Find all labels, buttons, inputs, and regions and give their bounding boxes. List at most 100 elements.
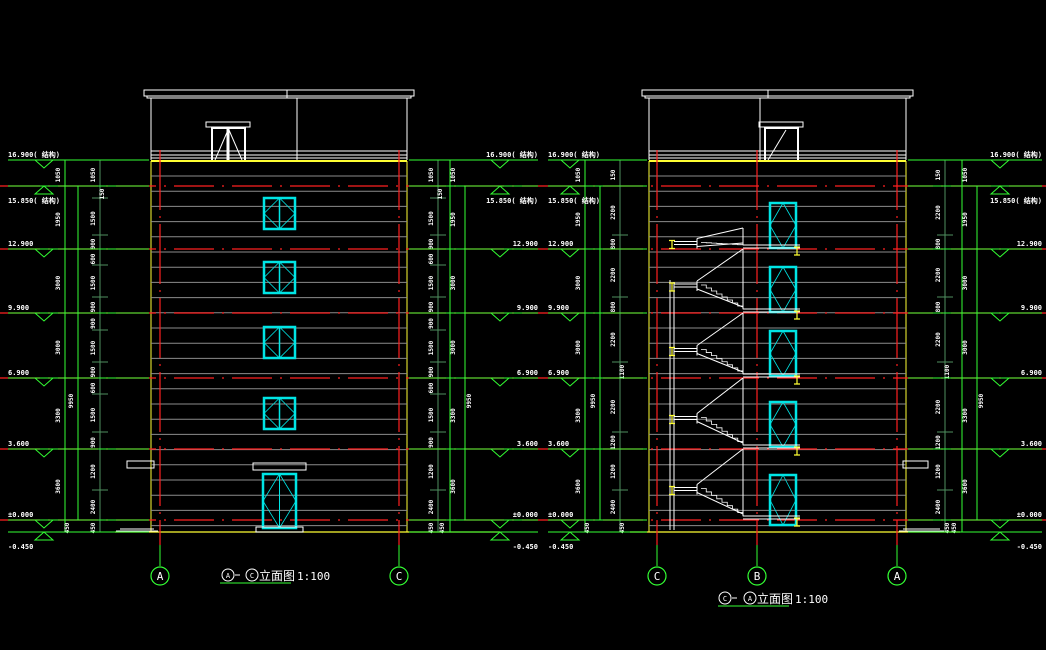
stair-stringer: [696, 492, 744, 515]
dimension-inner-value: 600: [90, 382, 97, 393]
rail-bracket-icon: [794, 375, 800, 385]
grid-axis-bubble: [647, 566, 667, 586]
dimension-outer-value: 3000: [575, 275, 582, 290]
title-axis-to-label: C: [250, 572, 254, 580]
roof-eave: [143, 89, 415, 97]
elevation-triangle-icon: [489, 531, 511, 541]
dimension-outer-value: 3000: [55, 275, 62, 290]
elevation-label: 3.600: [548, 440, 569, 448]
grid-axis-bubble: [887, 566, 907, 586]
dimension-outer-value: 1950: [450, 212, 457, 227]
dimension-inner-value: 800: [610, 238, 617, 249]
grid-axis-label: B: [754, 570, 761, 583]
title-axis-from-label: C: [723, 595, 727, 603]
dimension-inner-value: 2200: [610, 332, 617, 347]
elevation-triangle-icon: [489, 248, 511, 258]
dimension-outer-value: 3000: [575, 340, 582, 355]
stair-stringer: [696, 448, 744, 485]
dimension-inner-value: 1500: [428, 407, 435, 422]
elevation-triangle-icon: [33, 185, 55, 195]
dimension-inner-value: 1500: [90, 340, 97, 355]
dimension-inner-value: 900: [90, 366, 97, 377]
dimension-total-value: 9950: [68, 393, 75, 408]
rooftop-door-swing: [767, 129, 787, 161]
grid-axis-bubble: [747, 566, 767, 586]
dimension-inner-value: 600: [90, 253, 97, 264]
dimension-outer-value: 3000: [962, 340, 969, 355]
dimension-inner-value: 900: [428, 366, 435, 377]
elevation-label: 6.900: [1021, 369, 1042, 377]
dimension-inner-value: 900: [428, 301, 435, 312]
stair-treads: [701, 284, 749, 310]
dimension-inner-value: 1050: [90, 167, 97, 182]
elevation-triangle-icon: [989, 377, 1011, 387]
elevation-label: 9.900: [517, 304, 538, 312]
title-axis-bubble-to: [245, 568, 259, 582]
roof-fascia: [146, 95, 412, 99]
title-left: A C 立面图 1:100: [220, 568, 330, 584]
elevation-label: 3.600: [1021, 440, 1042, 448]
rail-bracket-icon: [794, 446, 800, 456]
dimension-outer-value: 450: [64, 522, 71, 533]
rooftop-door-canopy: [758, 121, 804, 128]
elevation-label: 6.900: [8, 369, 29, 377]
window-swing-mark: [263, 197, 296, 230]
elevation-label: 15.850( 结构): [486, 196, 538, 205]
elevation-triangle-icon: [559, 448, 581, 458]
elevation-triangle-icon: [989, 185, 1011, 195]
entrance-door-swing: [262, 473, 297, 529]
dimension-inner-value: 1200: [610, 435, 617, 450]
side-ledge: [902, 460, 929, 469]
dimension-outer-value: 450: [584, 522, 591, 533]
dimension-inner-value: 1500: [428, 211, 435, 226]
dimension-total-value: 9950: [466, 393, 473, 408]
dimension-inner-value: 900: [90, 437, 97, 448]
dimension-inner-value: 1200: [935, 435, 942, 450]
dimension-inner-value: 1200: [610, 464, 617, 479]
rail-bracket-icon: [669, 282, 675, 292]
title-axis-bubble-from: [221, 568, 235, 582]
dimension-outer-value: 1050: [575, 167, 582, 182]
elevation-triangle-icon: [559, 159, 581, 169]
dimension-outer-value: 3300: [55, 408, 62, 423]
dimension-outer-value: 3600: [575, 479, 582, 494]
window-swing-mark: [263, 261, 296, 294]
window: [768, 473, 798, 527]
dimension-inner-value: 800: [935, 238, 942, 249]
elevation-triangle-icon: [989, 531, 1011, 541]
dimension-outer-value: 3600: [962, 479, 969, 494]
rail-bracket-icon: [794, 517, 800, 527]
dimension-inner-value: 800: [610, 301, 617, 312]
elevation-label: 3.600: [8, 440, 29, 448]
dimension-inner-value: 2200: [610, 205, 617, 220]
dimension-inner-value: 1050: [428, 167, 435, 182]
elevation-triangle-icon: [33, 531, 55, 541]
elevation-label: 16.900( 结构): [548, 150, 600, 159]
grid-axis-label: A: [157, 570, 164, 583]
window-swing-mark: [769, 474, 797, 526]
rail-bracket-icon: [794, 310, 800, 320]
stair-stringer: [696, 227, 744, 239]
dimension-inner-value: 150: [610, 169, 617, 180]
dimension-inner-value: 1500: [90, 275, 97, 290]
dimension-inner-value: 450: [90, 522, 97, 533]
elevation-triangle-icon: [33, 159, 55, 169]
title-scale: 1:100: [297, 570, 330, 583]
roof-eave: [641, 89, 914, 97]
dimension-outer-value: 3300: [450, 408, 457, 423]
elevation-label: 12.900: [1017, 240, 1042, 248]
elevation-triangle-icon: [989, 448, 1011, 458]
dimension-inner-value: 150: [437, 188, 444, 199]
grid-axis-bubble: [150, 566, 170, 586]
dimension-inner-value: 2200: [935, 267, 942, 282]
grid-axis-bubble: [389, 566, 409, 586]
window: [768, 329, 798, 378]
elevation-triangle-icon: [989, 159, 1011, 169]
elevation-label: -0.450: [1017, 543, 1042, 551]
elevation-label: 15.850( 结构): [8, 196, 60, 205]
stair-stringer: [696, 242, 744, 247]
dimension-outer-value: 3000: [962, 275, 969, 290]
dimension-outer-value: 3300: [575, 408, 582, 423]
